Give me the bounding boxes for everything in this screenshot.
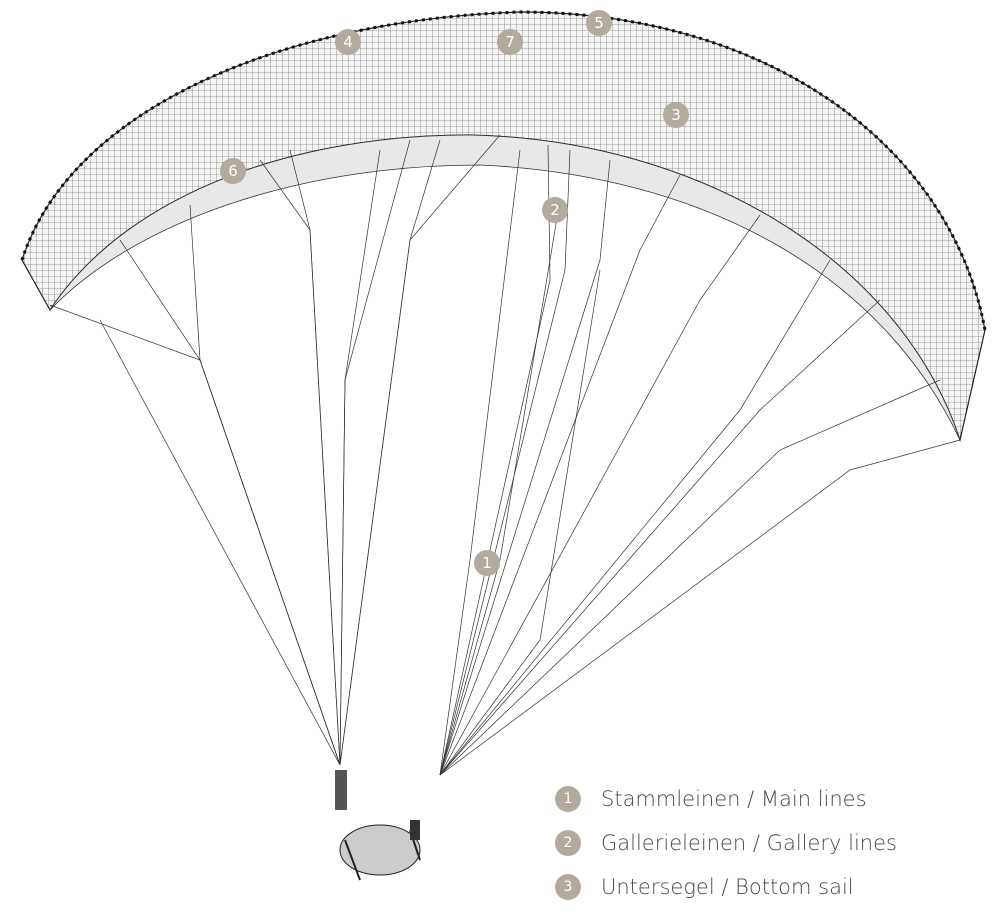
leading-edge — [20, 10, 987, 331]
marker-4: 4 — [335, 29, 361, 55]
marker-7: 7 — [497, 29, 523, 55]
legend-number: 2 — [555, 830, 581, 856]
legend-number: 1 — [555, 786, 581, 812]
legend-label: Stammleinen / Main lines — [601, 787, 867, 811]
marker-6: 6 — [220, 158, 246, 184]
legend-label: Gallerieleinen / Gallery lines — [601, 831, 897, 855]
legend-label: Untersegel / Bottom sail — [601, 875, 854, 899]
marker-main-lines: 1 — [474, 550, 500, 576]
marker-bottom-sail: 3 — [663, 102, 689, 128]
marker-5: 5 — [586, 10, 612, 36]
pilot-harness — [335, 770, 421, 881]
line-set — [49, 134, 961, 776]
paraglider-illustration — [20, 10, 987, 881]
marker-gallery-lines: 2 — [542, 197, 568, 223]
legend-number: 3 — [555, 874, 581, 900]
